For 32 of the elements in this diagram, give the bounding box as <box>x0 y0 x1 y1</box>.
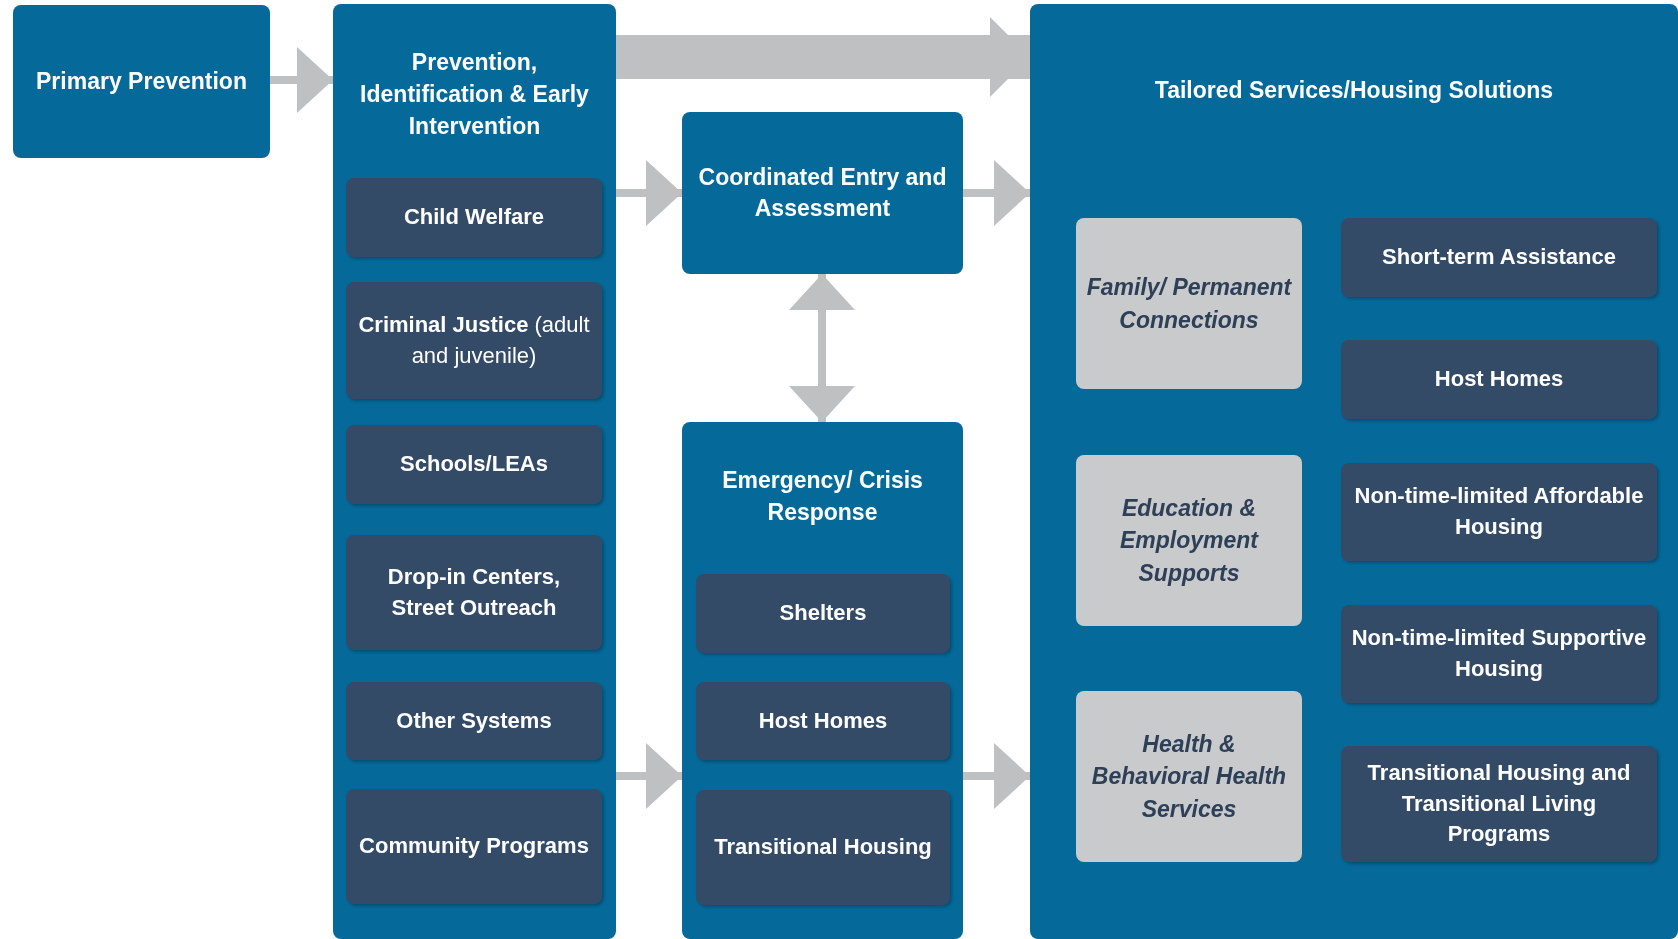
category-box: Health & Behavioral Health Services <box>1076 691 1302 862</box>
service-box: Transitional Housing and Transitional Living Programs <box>1341 746 1657 862</box>
panel-heading: Emergency/ Crisis Response <box>721 466 924 528</box>
service-box: Host Homes <box>696 682 950 760</box>
category-box: Education & Employment Supports <box>1076 455 1302 626</box>
arrow <box>270 47 333 113</box>
group-panel <box>1030 4 1678 939</box>
service-box: Transitional Housing <box>696 790 950 905</box>
panel-heading: Prevention, Identification & Early Intervention <box>359 48 590 142</box>
service-box: Community Programs <box>346 789 602 904</box>
service-box: Schools/LEAs <box>346 425 602 504</box>
process-box: Coordinated Entry and Assessment <box>682 112 963 274</box>
service-box: Non-time-limited Supportive Housing <box>1341 605 1657 703</box>
service-box: Other Systems <box>346 682 602 760</box>
arrow <box>616 743 682 809</box>
process-box: Primary Prevention <box>13 5 270 158</box>
panel-heading: Tailored Services/Housing Solutions <box>1153 76 1555 105</box>
arrow <box>616 17 1030 97</box>
category-box: Family/ Permanent Connections <box>1076 218 1302 389</box>
service-box: Drop-in Centers, Street Outreach <box>346 535 602 650</box>
arrow <box>616 160 682 226</box>
service-box: Shelters <box>696 574 950 653</box>
arrow <box>963 743 1030 809</box>
service-box: Host Homes <box>1341 340 1657 419</box>
arrow <box>963 160 1030 226</box>
service-box: Non-time-limited Affordable Housing <box>1341 463 1657 561</box>
service-box: Short-term Assistance <box>1341 218 1657 297</box>
service-box: Criminal Justice (adult and juvenile) <box>346 282 602 399</box>
group-panel <box>333 4 616 939</box>
arrow <box>789 274 855 422</box>
service-box: Child Welfare <box>346 178 602 257</box>
group-panel <box>682 422 963 939</box>
